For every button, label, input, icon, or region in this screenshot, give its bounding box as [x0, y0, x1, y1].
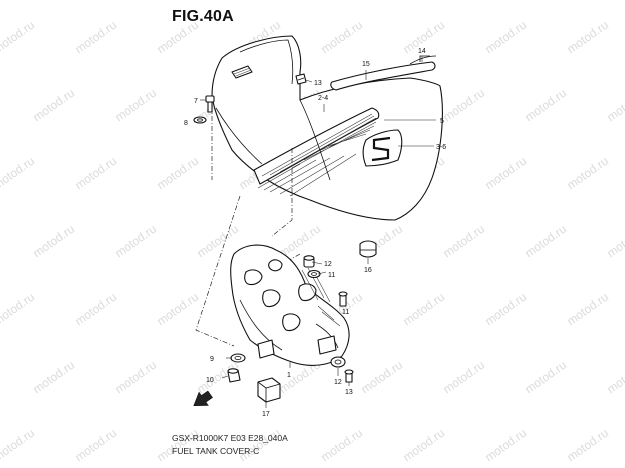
- callout-label: 2-4: [318, 95, 328, 102]
- callout-label: 12: [334, 379, 342, 386]
- callout-label: 11: [342, 309, 349, 316]
- fuel-tank-cover-part: [211, 35, 443, 221]
- callout-label: 11: [328, 272, 335, 279]
- grommets-part: [227, 240, 377, 403]
- forward-arrow-icon: [193, 390, 213, 407]
- callout-label: 17: [262, 411, 270, 418]
- callout-label: 9: [210, 356, 214, 363]
- lower-tank-cover-part: [230, 244, 350, 366]
- callout-label: 1: [287, 372, 291, 379]
- callout-label: 3-6: [436, 144, 446, 151]
- callout-label: 10: [206, 377, 214, 384]
- trim-strip-part: [330, 55, 437, 91]
- callout-label: 12: [324, 261, 332, 268]
- figure-title: FIG.40A: [172, 8, 234, 25]
- clip-part: [295, 73, 307, 85]
- callout-leaders: [194, 56, 436, 408]
- model-code: GSX-R1000K7 E03 E28_040A: [172, 433, 288, 443]
- callout-label: 14: [418, 48, 426, 55]
- callout-label: 5: [440, 118, 444, 125]
- figure-caption: FUEL TANK COVER-C: [172, 446, 260, 456]
- bolt-and-washer: [193, 95, 215, 124]
- callout-label: 7: [194, 98, 198, 105]
- callout-labels: 14 15 13 7 2-4 8 5 3-6 12 11 16 11 9 10 …: [184, 48, 446, 418]
- callout-label: 13: [314, 80, 322, 87]
- callout-label: 13: [345, 389, 353, 396]
- callout-label: 15: [362, 61, 370, 68]
- callout-label: 16: [364, 267, 372, 274]
- callout-label: 8: [184, 120, 188, 127]
